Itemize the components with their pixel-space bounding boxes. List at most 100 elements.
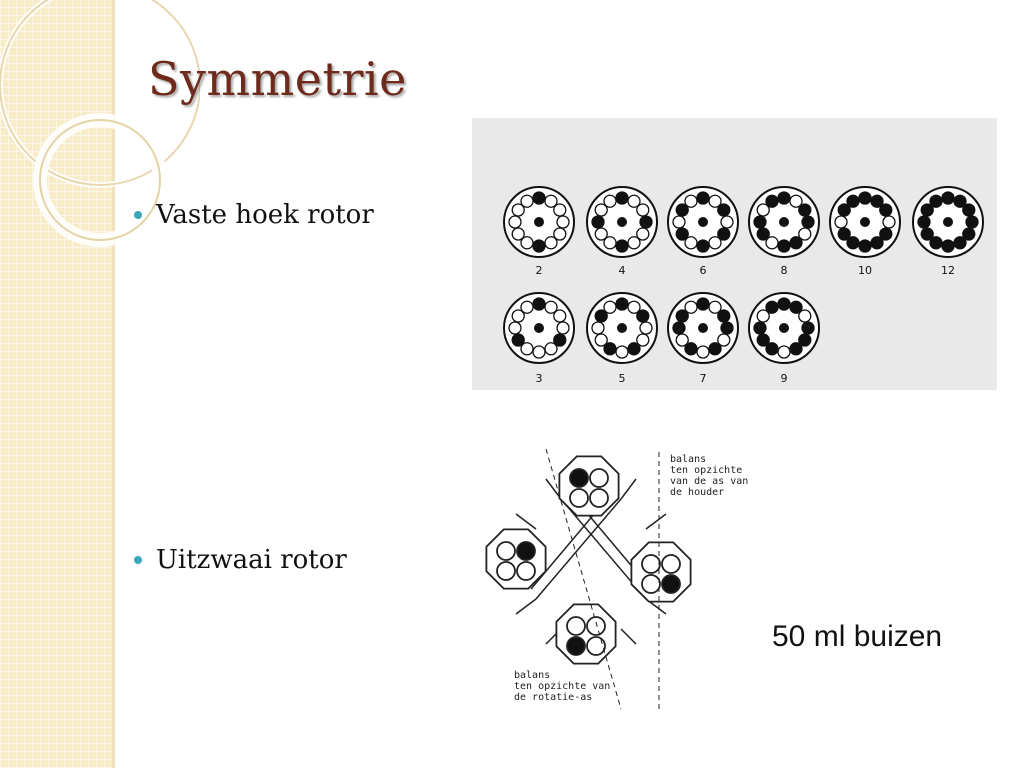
tube-filled <box>870 236 884 250</box>
tube-filled <box>696 239 710 253</box>
tube-filled <box>879 203 893 217</box>
tube-filled <box>615 297 629 311</box>
tube-empty <box>696 345 710 359</box>
tube-empty <box>615 345 629 359</box>
tube-empty <box>496 561 516 581</box>
tube-filled <box>591 215 605 229</box>
bucket <box>485 528 547 590</box>
tube-filled <box>756 333 770 347</box>
rotor-label: 7 <box>700 372 707 385</box>
tube-empty <box>641 554 661 574</box>
tube-filled <box>684 342 698 356</box>
tube-filled <box>837 227 851 241</box>
tube-filled <box>929 194 943 208</box>
tube-empty <box>720 215 734 229</box>
tube-empty <box>636 227 650 241</box>
tube-empty <box>603 194 617 208</box>
tube-filled <box>777 239 791 253</box>
tube-empty <box>834 215 848 229</box>
tube-filled <box>941 191 955 205</box>
tube-filled <box>675 227 689 241</box>
tube-filled <box>777 297 791 311</box>
tube-filled <box>708 342 722 356</box>
rotor-hub <box>779 323 789 333</box>
balance-note-line: de rotatie-as <box>514 692 592 703</box>
tube-empty <box>603 300 617 314</box>
tube-empty <box>777 345 791 359</box>
tube-empty <box>591 321 605 335</box>
rotor-hub <box>943 217 953 227</box>
decorative-rings <box>0 0 200 247</box>
tube-empty <box>765 236 779 250</box>
tube-empty <box>544 300 558 314</box>
tube-empty <box>675 333 689 347</box>
tube-empty <box>708 300 722 314</box>
tube-filled <box>765 194 779 208</box>
tube-empty <box>553 227 567 241</box>
tube-filled <box>639 215 653 229</box>
bucket <box>555 603 617 665</box>
tube-filled <box>837 203 851 217</box>
tube-filled <box>777 191 791 205</box>
rotor-label: 6 <box>700 264 707 277</box>
tube-filled <box>720 321 734 335</box>
tube-filled <box>765 342 779 356</box>
rotor-hub <box>534 217 544 227</box>
tube-filled <box>801 215 815 229</box>
tube-empty <box>511 203 525 217</box>
tube-filled <box>917 215 931 229</box>
rotor-label: 12 <box>941 264 955 277</box>
tube-filled <box>532 191 546 205</box>
tube-empty <box>553 309 567 323</box>
tube-empty <box>661 554 681 574</box>
tube-empty <box>882 215 896 229</box>
tube-filled <box>962 227 976 241</box>
tube-empty <box>594 333 608 347</box>
bullet-text: Vaste hoek rotor <box>156 200 374 230</box>
tube-filled <box>627 342 641 356</box>
tube-empty <box>496 541 516 561</box>
tube-empty <box>569 488 589 508</box>
band-edge <box>112 0 115 768</box>
tube-filled <box>870 194 884 208</box>
bullet-dot-icon <box>134 211 142 219</box>
tube-filled <box>672 321 686 335</box>
tube-empty <box>798 227 812 241</box>
balance-note-line: de houder <box>670 487 724 498</box>
tube-caption: 50 ml buizen <box>772 620 943 653</box>
tube-empty <box>508 321 522 335</box>
tube-empty <box>520 300 534 314</box>
tube-filled <box>965 215 979 229</box>
tube-filled <box>594 309 608 323</box>
tube-empty <box>556 321 570 335</box>
tube-empty <box>566 616 586 636</box>
tube-filled <box>603 342 617 356</box>
rotor-hub <box>698 217 708 227</box>
tube-empty <box>627 236 641 250</box>
tube-empty <box>586 636 606 656</box>
rotor-hub <box>698 323 708 333</box>
tube-empty <box>553 203 567 217</box>
rotor-diagram: 2 4 6 8 10 12 3 5 7 9 <box>503 186 984 385</box>
bullet-dot-icon <box>134 556 142 564</box>
slide-title: Symmetrie <box>148 52 407 106</box>
bucket <box>630 541 692 603</box>
tube-filled <box>566 636 586 656</box>
rotor-hub <box>534 323 544 333</box>
tube-filled <box>801 321 815 335</box>
tube-filled <box>858 191 872 205</box>
tube-empty <box>589 488 609 508</box>
rotor-label: 9 <box>781 372 788 385</box>
tube-filled <box>920 227 934 241</box>
tube-empty <box>756 203 770 217</box>
tube-filled <box>636 309 650 323</box>
tube-filled <box>717 227 731 241</box>
tube-filled <box>798 333 812 347</box>
tube-empty <box>520 236 534 250</box>
tube-filled <box>615 239 629 253</box>
tube-empty <box>636 203 650 217</box>
tube-filled <box>789 342 803 356</box>
tube-filled <box>615 191 629 205</box>
tube-filled <box>675 203 689 217</box>
tube-filled <box>846 194 860 208</box>
